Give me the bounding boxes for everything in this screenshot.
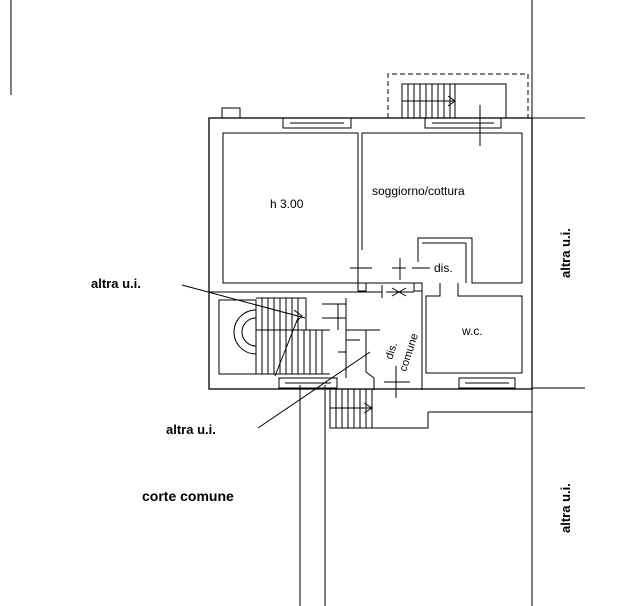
room-height-label: h 3.00 bbox=[270, 197, 304, 211]
altra-ui-label-right-bottom: altra u.i. bbox=[558, 483, 573, 533]
room-soggiorno: soggiorno/cottura bbox=[357, 132, 523, 284]
leader-lines bbox=[181, 284, 371, 429]
window-top-right bbox=[424, 117, 502, 129]
room-disimpegno: dis. bbox=[209, 258, 453, 298]
external-stair-bottom bbox=[329, 389, 429, 429]
room-living-label: soggiorno/cottura bbox=[372, 184, 465, 198]
stair-treads-top bbox=[407, 84, 451, 118]
room-h300: h 3.00 bbox=[222, 132, 359, 284]
stair-treads-internal bbox=[261, 298, 323, 374]
dis-comune-label-2: comune bbox=[397, 332, 421, 373]
corridor-label: dis. bbox=[434, 261, 453, 275]
room-wc: w.c. bbox=[421, 283, 523, 378]
corte-comune-label: corte comune bbox=[142, 488, 234, 504]
stair-treads-bottom bbox=[335, 389, 367, 428]
outer-walls bbox=[208, 107, 533, 390]
window-bottom-left bbox=[278, 377, 338, 389]
window-bottom-right bbox=[458, 377, 516, 389]
wc-label: w.c. bbox=[461, 324, 483, 338]
altra-ui-label-top: altra u.i. bbox=[91, 276, 141, 291]
window-top-left bbox=[282, 117, 352, 129]
altra-ui-label-bottom: altra u.i. bbox=[166, 422, 216, 437]
altra-ui-label-right-top: altra u.i. bbox=[558, 228, 573, 278]
external-stair-top bbox=[387, 73, 529, 146]
internal-staircase bbox=[218, 297, 360, 378]
dis-comune-label-1: dis. bbox=[383, 341, 400, 361]
site-boundaries bbox=[10, 0, 585, 606]
